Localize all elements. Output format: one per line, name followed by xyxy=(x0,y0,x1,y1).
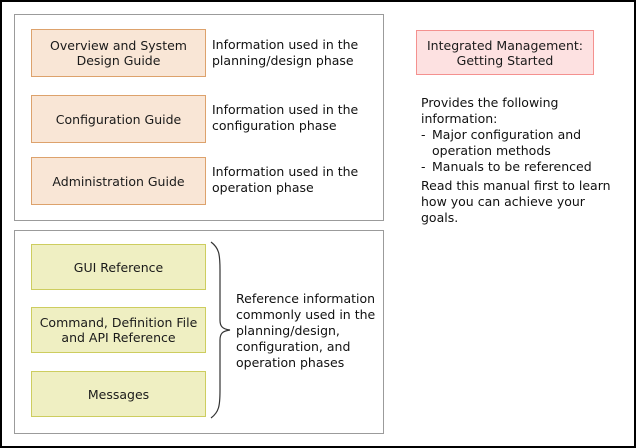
manual-box-configuration-guide[interactable]: Configuration Guide xyxy=(31,95,206,143)
description-administration-guide: Information used in the operation phase xyxy=(212,164,359,195)
description-overview-and-system-design-guide: Information used in the planning/design … xyxy=(212,37,359,68)
getting-started-outro-text: Read this manual first to learn how you … xyxy=(421,178,611,225)
manual-box-gui-reference[interactable]: GUI Reference xyxy=(31,244,206,290)
curly-brace-icon xyxy=(210,241,231,419)
manual-box-messages[interactable]: Messages xyxy=(31,371,206,417)
bullet-text: Major configuration and operation method… xyxy=(432,127,582,158)
description-configuration-guide: Information used in the configuration ph… xyxy=(212,102,359,133)
manual-box-command-definition-file-and-api-reference[interactable]: Command, Definition File and API Referen… xyxy=(31,307,206,353)
getting-started-bullet-list: - Major configuration and operation meth… xyxy=(421,127,621,175)
description-reference-information: Reference information commonly used in t… xyxy=(236,291,376,370)
bullet-dash-icon: - xyxy=(421,127,426,142)
bullet-dash-icon: - xyxy=(421,159,426,174)
list-item: - Major configuration and operation meth… xyxy=(421,127,621,159)
manual-box-administration-guide[interactable]: Administration Guide xyxy=(31,157,206,205)
manual-box-integrated-management-getting-started[interactable]: Integrated Management: Getting Started xyxy=(416,30,594,75)
list-item: - Manuals to be referenced xyxy=(421,159,621,175)
getting-started-intro-text: Provides the following information: xyxy=(421,95,559,126)
bullet-text: Manuals to be referenced xyxy=(432,159,592,174)
manual-box-overview-and-system-design-guide[interactable]: Overview and System Design Guide xyxy=(31,29,206,77)
